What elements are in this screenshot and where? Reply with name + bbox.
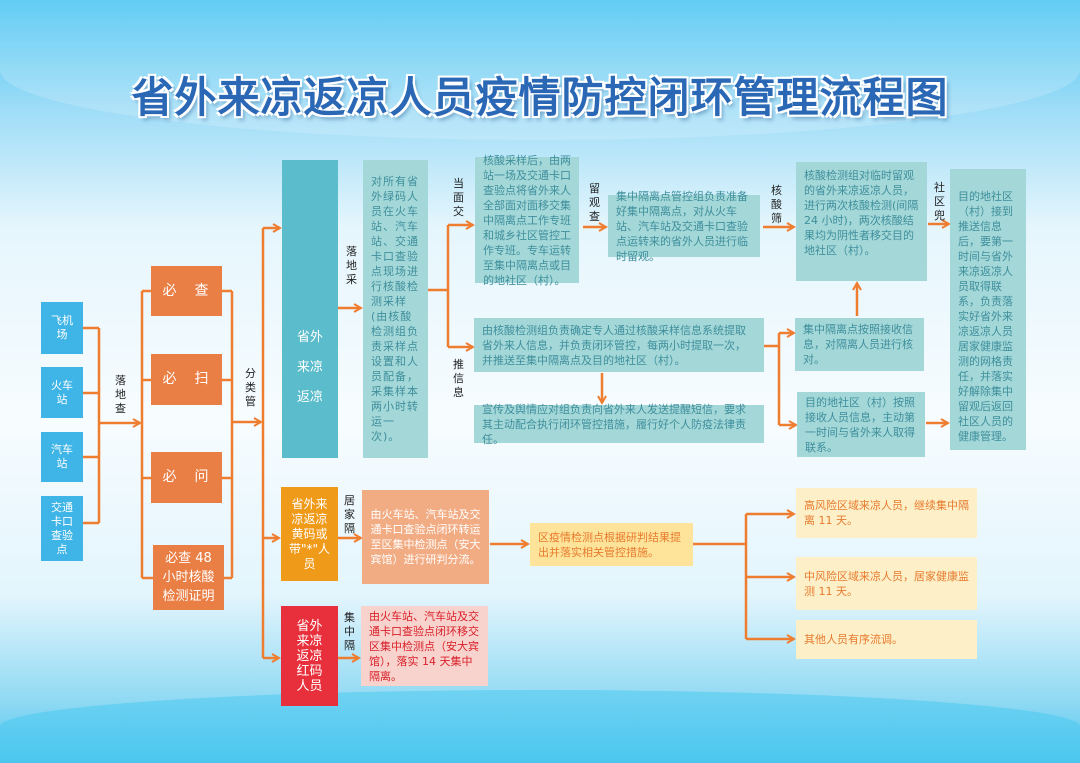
group-green-code: 省外 来凉 返凉: [282, 160, 338, 458]
label-push-info: 推信息: [453, 358, 464, 399]
check-scan: 必 扫: [151, 354, 222, 405]
label-landing-check: 落地查: [115, 374, 126, 415]
result-others: 其他人员有序流调。: [796, 620, 977, 659]
step-publicity: 宣传及舆情应对组负责向省外来人发送提醒短信，要求其主动配合执行闭环管控措施，履行…: [474, 403, 764, 446]
step-isolation-check: 集中隔离点按照接收信息，对隔离人员进行核对。: [795, 318, 924, 371]
label-nucleic-screen: 核酸筛: [771, 184, 782, 225]
step-community-contact: 目的地社区（村）按照接收人员信息，主动第一时间与省外来人取得联系。: [797, 392, 925, 457]
step-screening: 核酸检测组对临时留观的省外来凉返凉人员，进行两次核酸检测(间隔 24 小时)，两…: [796, 162, 927, 281]
check-verify: 必 查: [151, 266, 222, 316]
background-wave: [0, 690, 1080, 763]
result-high-risk: 高风险区域来凉人员，继续集中隔离 11 天。: [796, 488, 977, 538]
label-classify: 分类管: [245, 367, 256, 408]
entry-label: 飞机场: [51, 314, 73, 341]
bracket-checks: [140, 289, 234, 580]
group-yellow-code: 省外来凉返凉黄码或带"*"人员: [281, 487, 338, 581]
branch-push: [764, 333, 781, 425]
step-district-decision: 区疫情检测点根据研判结果提出并落实相关管控措施。: [530, 523, 693, 566]
entry-checkpoint: 交通卡口查验点: [41, 496, 83, 561]
result-mid-risk: 中风险区域来凉人员，居家健康监测 11 天。: [796, 557, 977, 610]
background-wave: [0, 0, 1080, 140]
branch-sampling: [428, 225, 450, 347]
step-sampling: 对所有省外绿码人员在火车站、汽车站、交通卡口查验点现场进行核酸检测采样(由核酸检…: [363, 160, 428, 458]
entry-airport: 飞机场: [41, 302, 83, 354]
step-yellow-transfer: 由火车站、汽车站及交通卡口查验点闭环转运至区集中检测点（安大宾馆）进行研判分流。: [362, 490, 489, 584]
label-central-isolation: 集中隔: [344, 611, 355, 652]
page-title: 省外来凉返凉人员疫情防控闭环管理流程图: [131, 73, 949, 122]
entry-train-station: 火车站: [41, 367, 83, 418]
label-face-handover: 当面交: [453, 177, 464, 218]
step-push-info: 由核酸检测组负责确定专人通过核酸采样信息系统提取省外来人信息，并负责闭环管控，每…: [474, 318, 764, 372]
step-community-final: 目的地社区（村）接到推送信息后，要第一时间与省外来凉返凉人员取得联系，负责落实好…: [950, 169, 1026, 450]
check-48h-test: 必查 48 小时核酸检测证明: [153, 545, 224, 610]
label-landing-sample: 落地采: [346, 245, 357, 286]
entry-bus-station: 汽车站: [41, 432, 83, 482]
entry-label: 火车站: [51, 378, 73, 406]
label-home-isolation: 居家隔: [344, 494, 355, 535]
label-observe: 留观查: [589, 182, 600, 223]
entry-label: 交通卡口查验点: [51, 500, 73, 556]
step-handover: 核酸采样后，由两站一场及交通卡口查验点将省外来人全部面对面移交集中隔离点工作专班…: [475, 154, 579, 287]
step-red-transfer: 由火车站、汽车站及交通卡口查验点闭环移交区集中检测点（安大宾馆），落实 14 天…: [361, 606, 488, 686]
entry-label: 汽车站: [51, 443, 73, 470]
group-red-code: 省外来凉返凉红码人员: [281, 606, 338, 706]
bracket-entry: [83, 326, 101, 525]
branch-risk: [693, 514, 748, 639]
check-ask: 必 问: [151, 452, 222, 503]
step-observation: 集中隔离点管控组负责准备好集中隔离点，对从火车站、汽车站及交通卡口查验点运转来的…: [608, 190, 760, 263]
label-community: 社区兜: [934, 181, 945, 222]
